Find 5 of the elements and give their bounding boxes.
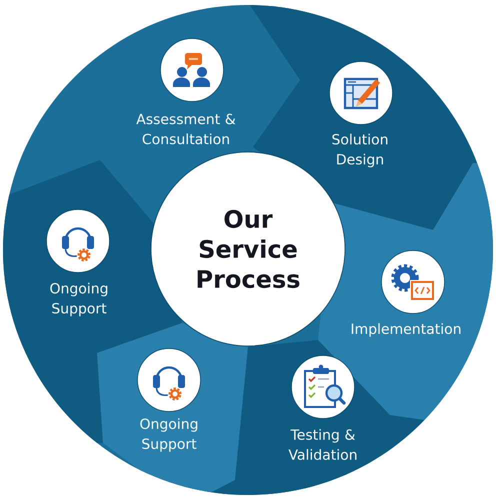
step-label: Implementation: [352, 323, 460, 337]
step-label: Assessment & Consultation: [136, 114, 236, 144]
step-label: Ongoing Support: [140, 418, 198, 452]
step-label: Ongoing Support: [50, 282, 108, 316]
step-label: Testing & Validation: [288, 429, 356, 460]
